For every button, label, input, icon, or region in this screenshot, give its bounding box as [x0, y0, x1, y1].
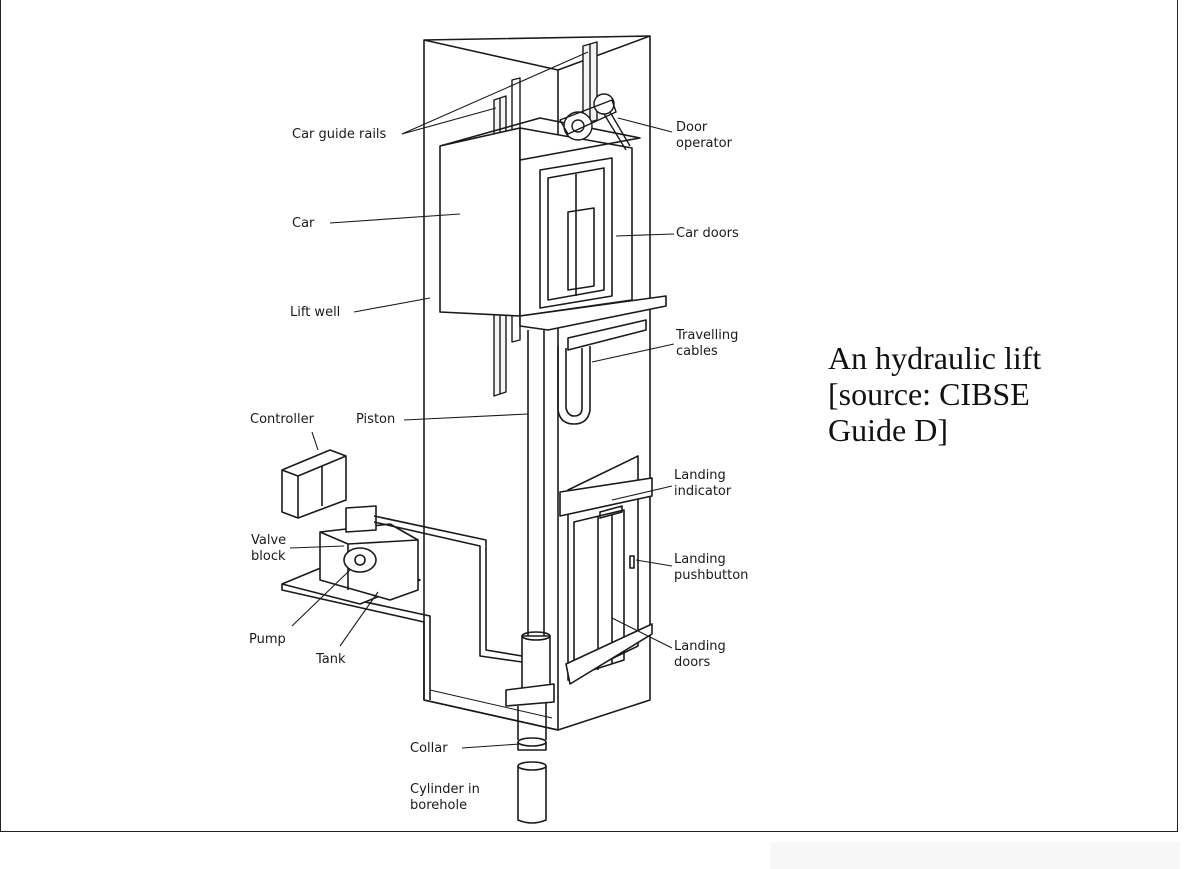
label-collar: Collar [410, 741, 448, 756]
label-travelling-cables: Travelling cables [676, 328, 739, 359]
label-landing-doors: Landing doors [674, 639, 726, 670]
travelling-cables [557, 346, 591, 425]
leader-lines [289, 51, 675, 749]
caption-line-2: [source: CIBSE [828, 376, 1030, 412]
caption: An hydraulic lift [source: CIBSE Guide D… [828, 340, 1041, 448]
door-operator [559, 93, 631, 151]
label-landing-indicator: Landing indicator [674, 468, 732, 499]
caption-line-1: An hydraulic lift [828, 340, 1042, 376]
label-valve-block: Valve block [251, 533, 287, 564]
landing-doors-assembly [559, 455, 653, 685]
label-cylinder-in-borehole: Cylinder in borehole [410, 782, 480, 813]
label-landing-pushbutton: Landing pushbutton [674, 552, 749, 583]
label-pump: Pump [249, 632, 286, 647]
label-lift-well: Lift well [290, 305, 341, 320]
label-car-doors: Car doors [676, 226, 739, 241]
cylinder-assembly [505, 631, 555, 824]
lift-car [439, 117, 667, 351]
piston [527, 330, 545, 636]
controller-cabinet [281, 449, 347, 519]
label-controller: Controller [250, 412, 314, 427]
pump-tank-unit [281, 505, 523, 700]
caption-line-3: Guide D] [828, 412, 948, 448]
label-car-guide-rails: Car guide rails [292, 127, 387, 142]
label-door-operator: Door operator [676, 120, 732, 151]
label-tank: Tank [316, 652, 346, 667]
label-piston: Piston [356, 412, 396, 427]
corner-shade [770, 842, 1180, 869]
label-car: Car [292, 216, 315, 231]
slide-frame [0, 0, 1178, 832]
